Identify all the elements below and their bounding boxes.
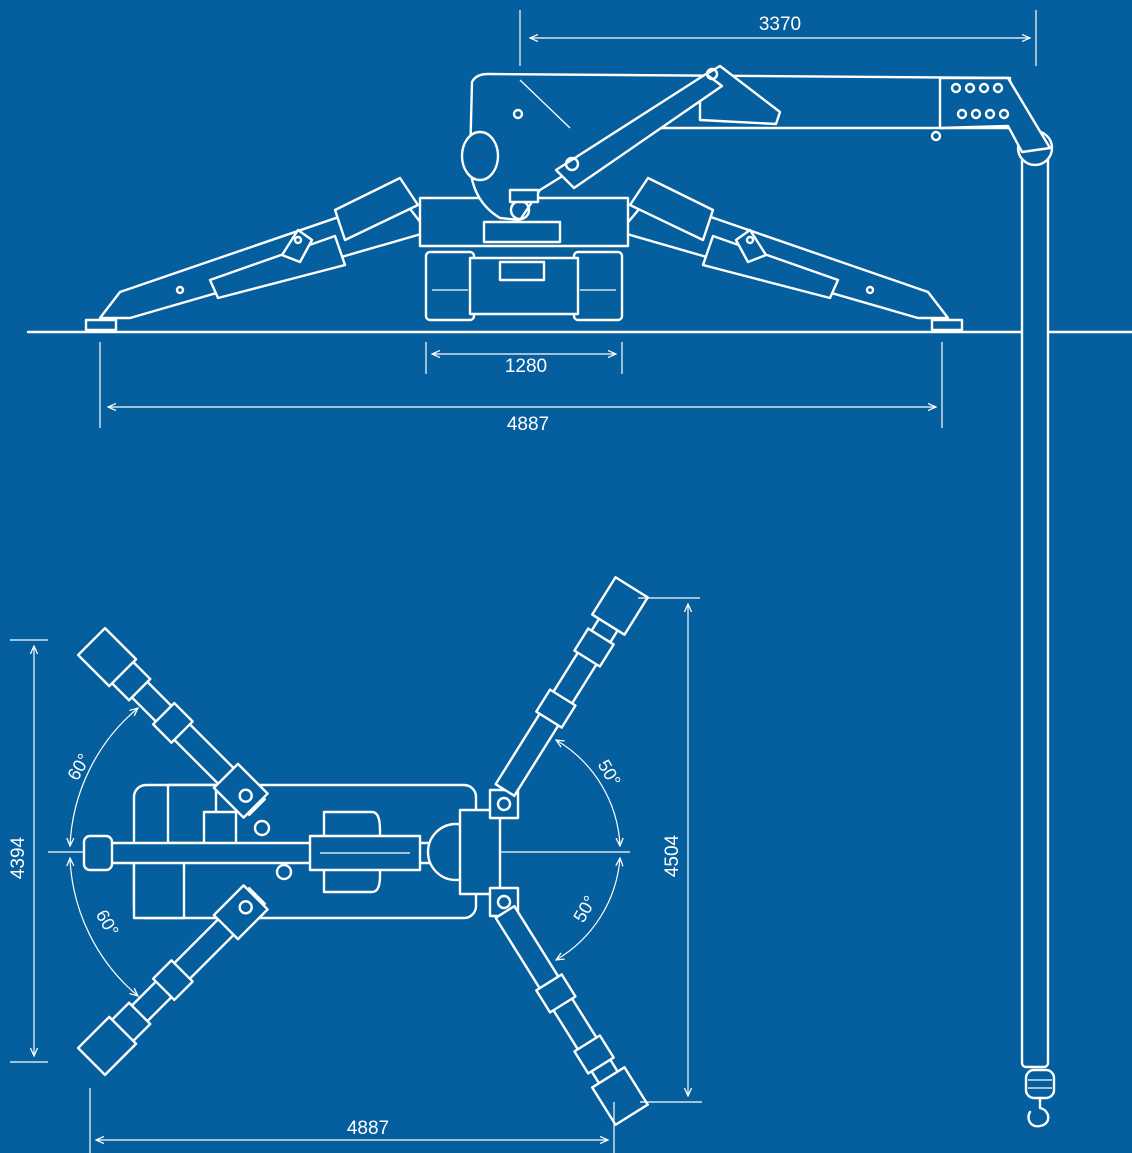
dim-height-left: 4394 (8, 639, 48, 1063)
outrigger-span-label: 4887 (507, 414, 549, 435)
top-view: 60° 60° 50° 50° 4394 4504 4887 (8, 576, 702, 1153)
track-width-label: 1280 (505, 356, 547, 377)
dim-boom-reach: 3370 (519, 10, 1037, 66)
angle-upper-right-label: 50° (594, 756, 625, 790)
width-bottom-label: 4887 (347, 1118, 389, 1139)
right-outrigger (618, 176, 964, 332)
hook-block (1024, 1068, 1056, 1100)
boom-reach-label: 3370 (759, 14, 801, 35)
hanging-jib (1016, 129, 1056, 1128)
angle-upper-left-label: 60° (63, 750, 94, 784)
side-view: 3370 1280 4887 (26, 10, 1132, 1128)
boom (460, 64, 1052, 222)
dim-width-bottom: 4887 (89, 1088, 615, 1153)
undercarriage (418, 196, 630, 322)
height-right-label: 4504 (662, 834, 683, 877)
dim-height-right: 4504 (638, 597, 702, 1103)
top-outrigger-upper-right (494, 576, 649, 798)
top-outrigger-lower-left (76, 884, 269, 1077)
height-left-label: 4394 (8, 836, 29, 879)
top-outrigger-lower-right (494, 904, 649, 1126)
dim-outrigger-span: 4887 (99, 342, 943, 435)
top-boom (82, 788, 520, 918)
dim-track-width: 1280 (425, 342, 623, 377)
angle-lower-right-label: 50° (569, 892, 600, 926)
left-outrigger (84, 176, 430, 332)
hook-icon (1027, 1096, 1050, 1128)
angle-lower-left-label: 60° (92, 906, 123, 940)
top-outrigger-upper-left (76, 626, 269, 819)
